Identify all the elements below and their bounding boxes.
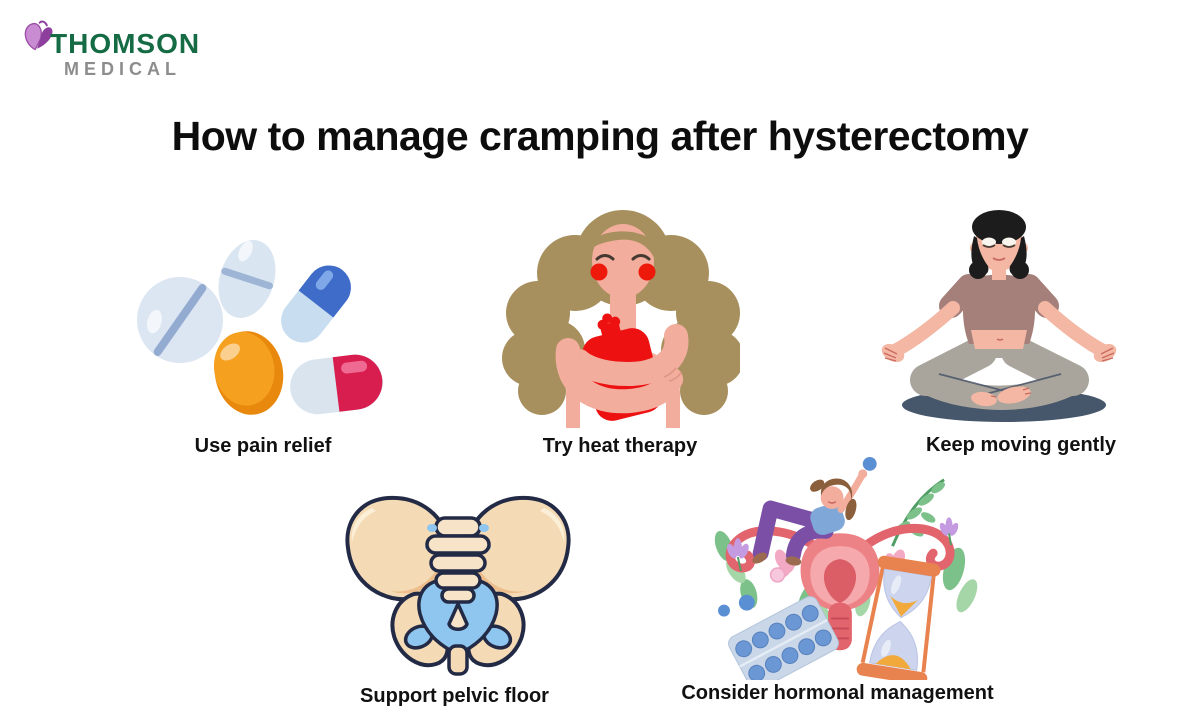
tip-pelvic-floor: Support pelvic floor	[332, 490, 577, 709]
page-title: How to manage cramping after hysterectom…	[171, 113, 1029, 159]
tip-heat-therapy: Try heat therapy	[495, 198, 745, 459]
pills-illustration	[137, 240, 383, 415]
tip-gentle-movement: Keep moving gently	[880, 202, 1162, 458]
brand-subname: MEDICAL	[64, 59, 181, 79]
woman-hot-water-bottle-illustration	[502, 210, 740, 428]
tip-label: Support pelvic floor	[360, 685, 549, 707]
thomson-medical-logo: THOMSON MEDICAL	[20, 16, 240, 86]
tip-label: Keep moving gently	[925, 434, 1117, 456]
brand-name: THOMSON	[50, 28, 201, 59]
tip-pain-relief: Use pain relief	[128, 228, 398, 459]
pelvis-bone-illustration	[345, 495, 571, 676]
tip-label: Try heat therapy	[542, 435, 698, 457]
uterus-hormones-illustration	[714, 456, 977, 680]
tip-hormonal-management: Consider hormonal management	[681, 452, 994, 706]
woman-meditating-illustration	[881, 210, 1117, 422]
butterfly-icon	[24, 20, 53, 51]
tip-label: Consider hormonal management	[681, 682, 994, 704]
tip-label: Use pain relief	[194, 435, 332, 457]
